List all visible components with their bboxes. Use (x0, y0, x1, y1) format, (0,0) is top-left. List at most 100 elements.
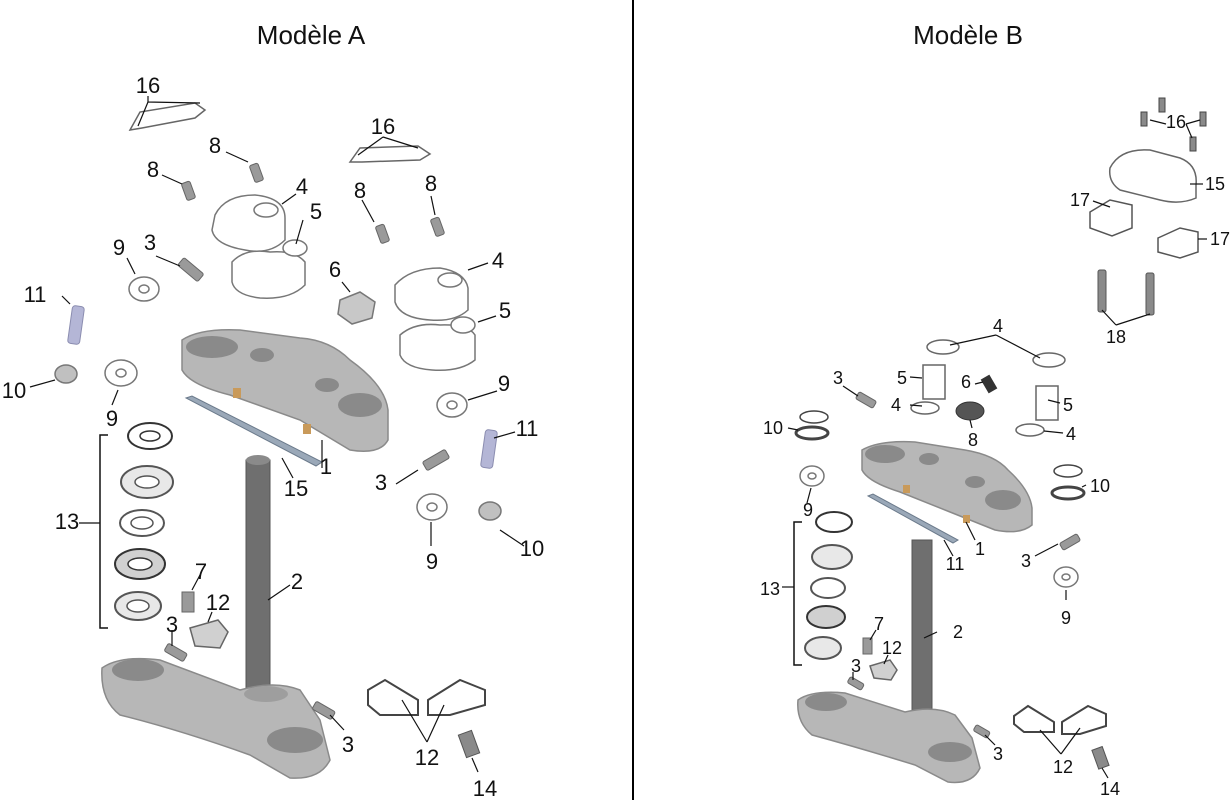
nut-6 (337, 291, 376, 325)
callout-a-5: 5 (310, 199, 322, 224)
panel-a-parts (29, 96, 525, 779)
bolts-3-b (847, 391, 1081, 739)
panel-a-title: Modèle A (256, 20, 366, 50)
callout-a-7: 7 (195, 559, 207, 584)
callout-b-8: 8 (968, 430, 978, 450)
bolt-7-b (862, 637, 873, 655)
clamp-12-small-a (189, 619, 229, 649)
callout-a-10: 10 (520, 536, 544, 561)
clips-16-a (128, 102, 432, 163)
callout-b-10: 10 (763, 418, 783, 438)
callout-a-8: 8 (354, 178, 366, 203)
callout-b-10: 10 (1090, 476, 1110, 496)
callout-b-5: 5 (897, 368, 907, 388)
callout-b-3: 3 (993, 744, 1003, 764)
callout-a-9: 9 (106, 406, 118, 431)
callout-a-13: 13 (55, 509, 79, 534)
steering-stem-b (911, 539, 933, 711)
callout-b-9: 9 (803, 500, 813, 520)
leaders-b (782, 119, 1207, 779)
bearing-bracket-b (793, 521, 802, 666)
callout-a-9: 9 (498, 371, 510, 396)
callout-b-4: 4 (891, 395, 901, 415)
seals-10-b (794, 410, 1086, 501)
nuts-10-a (54, 364, 502, 521)
callout-b-18: 18 (1106, 327, 1126, 347)
callout-b-3: 3 (851, 656, 861, 676)
leaders-a (29, 96, 525, 773)
callout-b-4: 4 (1066, 424, 1076, 444)
bolts-11-a (67, 305, 498, 469)
riser-17-left (1089, 199, 1133, 237)
lower-triple-clamp-b (797, 691, 981, 784)
callout-b-9: 9 (1061, 608, 1071, 628)
callout-a-11: 11 (24, 282, 47, 307)
callout-a-8: 8 (147, 157, 159, 182)
callout-a-3: 3 (166, 612, 178, 637)
callout-b-15: 15 (1205, 174, 1225, 194)
bolts-3-a (164, 257, 450, 720)
riser-17-right (1157, 227, 1199, 259)
callout-a-12: 12 (415, 745, 439, 770)
reflector-strip-b (866, 493, 960, 544)
bolt-14-a (457, 729, 481, 759)
callout-b-11: 11 (946, 554, 965, 574)
callout-a-8: 8 (209, 133, 221, 158)
bolts-18 (1097, 269, 1155, 316)
bushings-b (910, 339, 1066, 437)
callout-a-14: 14 (473, 776, 497, 800)
steering-stem (245, 459, 271, 691)
callout-a-15: 15 (284, 476, 308, 501)
callout-a-3: 3 (375, 470, 387, 495)
clamp-6-8-b (955, 401, 985, 421)
bolt-14-b (1091, 745, 1110, 770)
callout-a-2: 2 (291, 569, 303, 594)
bearing-stack-a (114, 422, 174, 621)
callout-a-1: 1 (320, 454, 332, 479)
callout-b-17: 17 (1210, 229, 1230, 249)
callout-a-16: 16 (136, 73, 160, 98)
callout-a-10: 10 (2, 378, 26, 403)
bolts-8-a (181, 162, 445, 244)
callout-b-13: 13 (760, 579, 780, 599)
callout-a-6: 6 (329, 257, 341, 282)
callout-b-2: 2 (953, 622, 963, 642)
bearing-bracket (99, 434, 108, 629)
washers-9-a (104, 276, 468, 521)
callout-b-12: 12 (882, 638, 902, 658)
callout-a-16: 16 (371, 114, 395, 139)
callout-a-9: 9 (426, 549, 438, 574)
upper-triple-clamp (181, 328, 389, 452)
callout-a-4: 4 (492, 248, 504, 273)
panel-b-parts (782, 97, 1207, 784)
callout-a-12: 12 (206, 590, 230, 615)
callout-a-3: 3 (144, 230, 156, 255)
callout-b-7: 7 (874, 614, 884, 634)
callout-a-4: 4 (296, 174, 308, 199)
clamps-12-a (367, 678, 486, 716)
bolts-16-b (1140, 97, 1207, 152)
callout-b-17: 17 (1070, 190, 1090, 210)
callout-b-16: 16 (1166, 112, 1186, 132)
bearing-stack-b (804, 511, 853, 660)
panel-b-title: Modèle B (913, 20, 1023, 50)
washers-9-b (799, 465, 1079, 588)
callout-a-9: 9 (113, 235, 125, 260)
clamps-12-b (1013, 704, 1107, 735)
clamp-12-small-b (869, 659, 898, 681)
callout-a-11: 11 (516, 416, 539, 441)
callout-b-5: 5 (1063, 395, 1073, 415)
callout-a-5: 5 (499, 298, 511, 323)
callout-b-1: 1 (975, 539, 985, 559)
callout-a-8: 8 (425, 171, 437, 196)
upper-triple-clamp-b (861, 440, 1033, 533)
callout-b-3: 3 (833, 368, 843, 388)
bolt-6-b (980, 374, 998, 394)
callout-b-12: 12 (1053, 757, 1073, 777)
callout-b-14: 14 (1100, 779, 1120, 799)
handlebar-clamps-a (211, 194, 476, 372)
bolt-7-a (181, 591, 195, 613)
callout-a-3: 3 (342, 732, 354, 757)
